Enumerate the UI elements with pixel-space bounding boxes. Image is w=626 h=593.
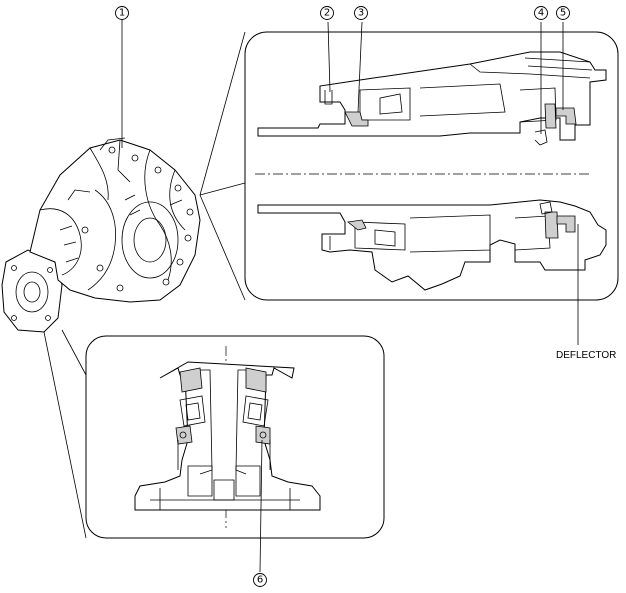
differential-housing bbox=[1, 137, 201, 333]
callout-6-number: 6 bbox=[257, 575, 263, 586]
callout-5: 5 bbox=[556, 6, 570, 20]
callout-1-number: 1 bbox=[119, 8, 125, 19]
deflector-label: DEFLECTOR bbox=[556, 350, 616, 361]
callout-1: 1 bbox=[115, 6, 129, 20]
callout-4-number: 4 bbox=[538, 8, 544, 19]
lower-detail-panel bbox=[43, 329, 385, 573]
callout-2-number: 2 bbox=[324, 8, 330, 19]
callout-3: 3 bbox=[354, 6, 368, 20]
callout-3-number: 3 bbox=[358, 8, 364, 19]
callout-2: 2 bbox=[320, 6, 334, 20]
upper-detail-panel bbox=[199, 21, 619, 345]
callout-4: 4 bbox=[534, 6, 548, 20]
callout-5-number: 5 bbox=[560, 8, 566, 19]
callout-6: 6 bbox=[253, 573, 267, 587]
